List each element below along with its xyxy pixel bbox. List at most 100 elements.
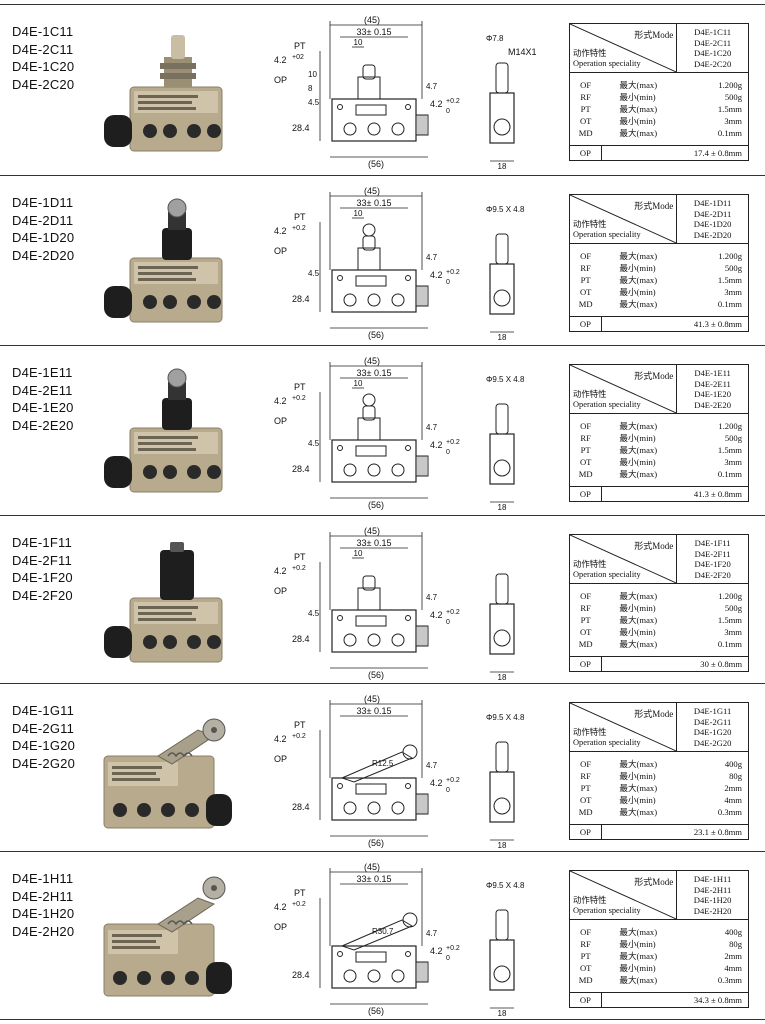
mode-label: 形式Mode [634,541,674,551]
spec-code: OT [569,456,602,468]
op-code: OP [569,656,602,672]
side-dia-label: Φ7.8 [486,34,504,43]
spec-limit: 最小(min) [619,795,656,805]
top-tolerance-label: +0.2 [292,225,306,232]
side-hole [493,289,511,307]
width-overall-label: (45) [364,186,380,196]
right-tolerance-zero: 0 [446,619,450,626]
product-row: D4E-1C11 D4E-2C11 D4E-1C20 D4E-2C20 (45)… [0,4,765,176]
model-code: D4E-1G11 [12,703,75,718]
mount-hole-outline [367,633,381,647]
spec-value: 3mm [676,115,749,127]
spec-code: PT [569,782,602,794]
spec-code: PT [569,444,602,456]
pin-hole [337,104,343,110]
pin-hole [337,445,343,451]
side-width-label: 18 [498,841,507,850]
offset-label: 10 [354,549,363,558]
pin-hole [337,951,343,957]
pin-hole [337,615,343,621]
spec-limit: 最小(min) [619,603,656,613]
base-width-label: (56) [368,1006,384,1016]
diagonal-divider [570,703,676,751]
mount-hole-outline [343,463,357,477]
right-tolerance-label: +0.2 [446,609,460,616]
model-list: D4E-1G11 D4E-2G11 D4E-1G20 D4E-2G20 [12,702,75,772]
mount-hole-outline [391,293,405,307]
spec-limit: 最大(max) [619,951,658,961]
pin-hole [337,275,343,281]
label-line [138,101,192,104]
spec-limit: 最小(min) [619,963,656,973]
mount-hole-outline [391,122,405,136]
mount-hole [207,295,221,309]
plunger-housing-outline [357,247,381,271]
base-width-label: (56) [368,838,384,848]
right-tolerance-label: +0.2 [446,439,460,446]
spec-code: OT [569,962,602,974]
spec-limit: 最大(max) [619,615,658,625]
product-row: D4E-1D11 D4E-2D11 D4E-1D20 D4E-2D20 (45)… [0,176,765,346]
label-line [138,618,196,621]
side-plunger [495,741,509,773]
spec-limit: 最大(max) [619,591,658,601]
right-tolerance-label: +0.2 [446,945,460,952]
dimension-drawing-icon: (45)33± 0.1510PT4.2+0.2OP28.44.54.74.2+0… [274,356,525,512]
model-code: D4E-2E20 [12,417,74,433]
side-width-label: 18 [498,162,507,171]
height-label: 28.4 [292,970,310,980]
mount-hole-outline [367,969,381,983]
spec-value: 80g [676,770,749,782]
spec-limit: 最大(max) [619,80,658,90]
model-list: D4E-1D11 D4E-2D11 D4E-1D20 D4E-2D20 [12,194,74,264]
model-list: D4E-1F11 D4E-2F11 D4E-1F20 D4E-2F20 [12,534,73,604]
roller [167,368,187,388]
spec-code: OF [569,250,602,262]
mount-hole-outline [367,293,381,307]
right-tolerance-label: +0.2 [446,269,460,276]
model-code: D4E-1D11 [12,195,74,210]
top-offset-label: 4.2 [274,734,287,744]
right-tolerance-label: +0.2 [446,777,460,784]
mount-hole-outline [343,122,357,136]
model-code: D4E-1H11 [12,871,74,886]
side-hole [493,797,511,815]
model-code: D4E-2D20 [12,247,75,263]
op-code: OP [569,486,602,502]
mount-hole [113,971,127,985]
spec-code: OT [569,286,602,298]
hole-pitch-label: 33± 0.15 [357,368,392,378]
offset-label: 10 [354,379,363,388]
pin-hole [405,615,411,621]
spec-value: 500g [676,602,749,614]
mount-hole [187,465,201,479]
label-line [112,934,162,937]
offset-label: 10 [354,209,363,218]
spec-code: OF [569,420,602,432]
diagonal-divider [570,24,676,72]
label-window [355,615,387,627]
mount-hole [163,295,177,309]
right-tolerance-zero: 0 [446,787,450,794]
side-dia-label: Φ9.5 X 4.8 [486,205,525,214]
plunger-stem [168,382,186,400]
op-value: 17.4 ± 0.8mm [600,145,750,161]
plunger-tip [170,542,184,552]
mode-label: 形式Mode [634,371,674,381]
diagonal-divider [570,535,676,583]
radius-label: R30.7 [372,927,394,936]
spec-value: 1.5mm [676,444,749,456]
side-dia-label: Φ9.5 X 4.8 [486,713,525,722]
op-value: 41.3 ± 0.8mm [600,316,750,332]
